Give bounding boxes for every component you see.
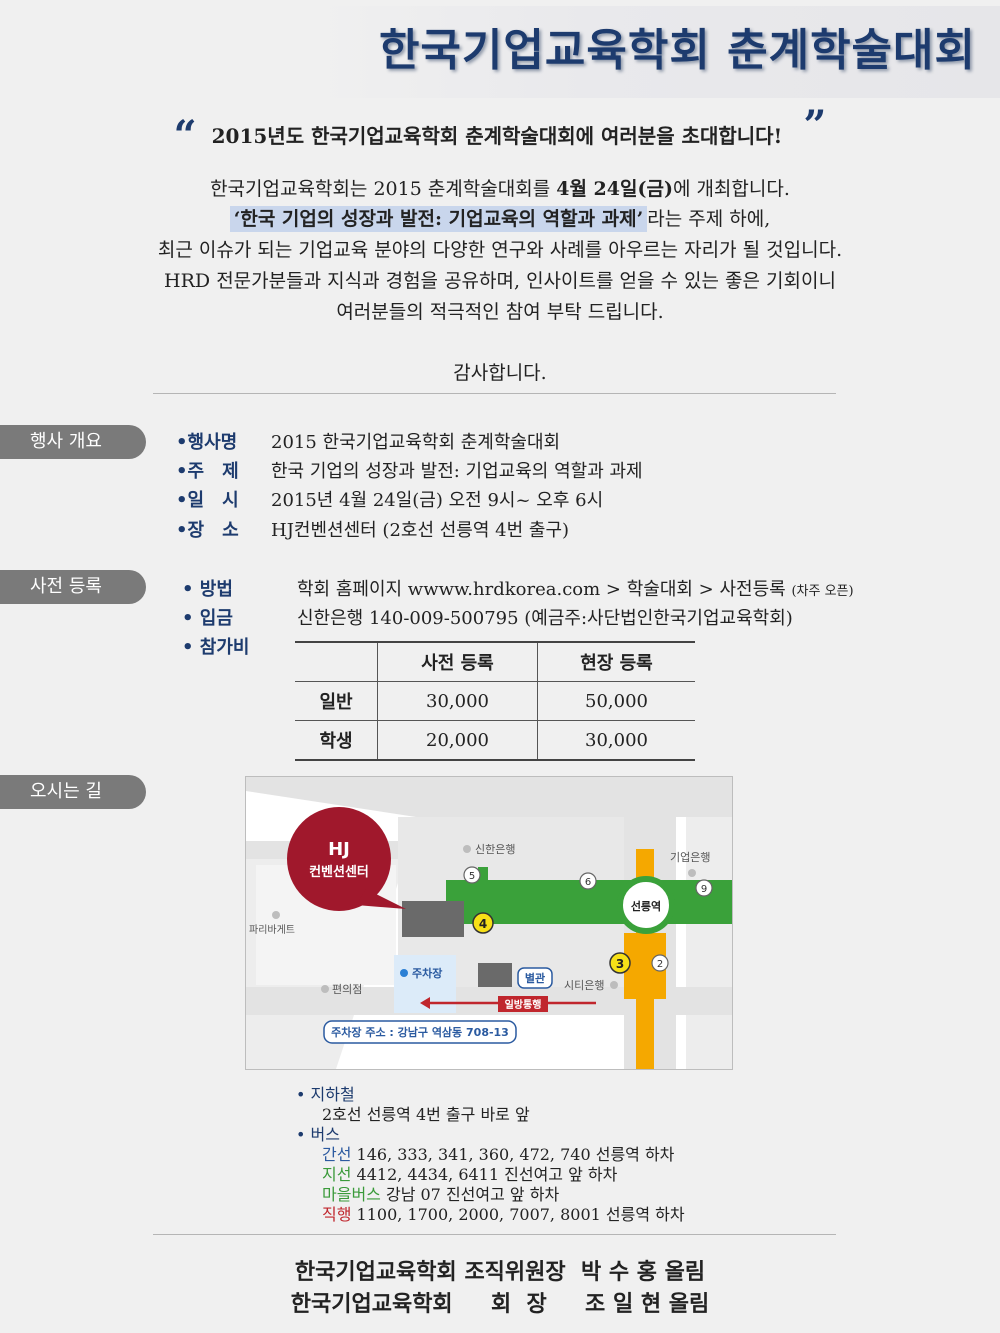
bus-trunk: 간선 146, 333, 341, 360, 472, 740 선릉역 하차 [322, 1141, 674, 1165]
item-value: 신한은행 140-009-500795 (예금주:사단법인한국기업교육학회) [297, 608, 793, 629]
map-exit-4: 4 [479, 917, 487, 931]
map-exit-2: 2 [657, 959, 663, 970]
open-quote-icon: “ [173, 112, 197, 159]
table-header [295, 641, 378, 682]
bus-label: • 버스 [296, 1121, 340, 1145]
item-value: HJ컨벤션센터 (2호선 선릉역 4번 출구) [271, 520, 570, 541]
table-row: 학생 20,000 30,000 [295, 720, 695, 761]
bus-type-express: 직행 [322, 1205, 352, 1224]
item-value: 한국 기업의 성장과 발전: 기업교육의 역할과 과제 [271, 461, 643, 482]
signature-1: 한국기업교육학회 조직위원장 박 수 홍 올림 [294, 1259, 706, 1285]
map-exit-9: 9 [701, 884, 707, 895]
table-header: 현장 등록 [537, 641, 695, 682]
map-exit-6: 6 [585, 877, 591, 888]
intro-line-1: 한국기업교육학회는 2015 춘계학술대회를 4월 24일(금)에 개최합니다. [0, 174, 1000, 201]
theme-highlight: ‘한국 기업의 성장과 발전: 기업교육의 역할과 과제’ [229, 206, 648, 232]
table-cell: 30,000 [377, 681, 538, 721]
intro-line-4: HRD 전문가분들과 지식과 경험을 공유하며, 인사이트를 얻을 수 있는 좋… [164, 270, 836, 292]
close-quote-icon: ” [803, 102, 827, 149]
map-label-shinhan: 신한은행 [475, 843, 515, 856]
bus-village: 마을버스 강남 07 진선여고 앞 하차 [322, 1181, 559, 1205]
overview-item-datetime: •일 시 2015년 4월 24일(금) 오전 9시~ 오후 6시 [176, 486, 603, 512]
table-header: 사전 등록 [377, 641, 538, 682]
invitation-text: 2015년도 한국기업교육학회 춘계학술대회에 여러분을 초대합니다! [211, 124, 783, 148]
page-title: 한국기업교육학회 춘계학술대회 [378, 25, 976, 76]
subway-heading: • 지하철 [296, 1085, 355, 1104]
overview-item-venue: •장 소 HJ컨벤션센터 (2호선 선릉역 4번 출구) [176, 516, 569, 542]
item-label: • 참가비 [182, 637, 250, 658]
bus-routes: 1100, 1700, 2000, 7007, 8001 선릉역 하차 [351, 1205, 685, 1224]
table-cell: 30,000 [537, 720, 695, 761]
item-value: 2015 한국기업교육학회 춘계학술대회 [271, 432, 561, 453]
map-label-annex: 별관 [525, 971, 545, 985]
method-note: (차주 오픈) [791, 584, 854, 599]
bus-heading: • 버스 [296, 1125, 340, 1144]
overview-item-name: •행사명 2015 한국기업교육학회 춘계학술대회 [176, 428, 560, 454]
table-cell: 일반 [295, 681, 378, 721]
item-value: 2015년 4월 24일(금) 오전 9시~ 오후 6시 [271, 490, 604, 511]
bus-routes: 4412, 4434, 6411 진선여고 앞 하차 [351, 1165, 618, 1184]
bus-routes: 강남 07 진선여고 앞 하차 [380, 1185, 560, 1204]
invitation-line: “ 2015년도 한국기업교육학회 춘계학술대회에 여러분을 초대합니다! ” [0, 106, 1000, 156]
title-band [310, 6, 1000, 98]
table-row: 일반 30,000 50,000 [295, 681, 695, 721]
table-cell: 20,000 [377, 720, 538, 761]
map-label-oneway: 일방통행 [505, 998, 542, 1011]
item-label: •주 제 [176, 461, 239, 482]
bus-type-branch: 지선 [322, 1165, 352, 1184]
item-label: •장 소 [176, 520, 239, 541]
intro-line-5: 여러분들의 적극적인 참여 부탁 드립니다. [336, 301, 664, 323]
tab-overview: 행사 개요 [0, 425, 146, 459]
map-label-parking: 주차장 [412, 966, 442, 980]
divider [153, 1234, 836, 1235]
table-row: 사전 등록 현장 등록 [295, 641, 695, 682]
fee-table: 사전 등록 현장 등록 일반 30,000 50,000 학생 20,000 3… [295, 641, 695, 761]
map-label-store: 편의점 [332, 983, 362, 996]
registration-fee-label: • 참가비 [182, 633, 249, 659]
intro-text: 에 개최합니다. [672, 178, 790, 200]
bus-branch: 지선 4412, 4434, 6411 진선여고 앞 하차 [322, 1161, 617, 1185]
location-map: 선릉역 HJ 컨벤션센터 신한은행 기업은행 파리바게트 편의점 주차장 별관 … [245, 776, 733, 1070]
bus-express: 직행 1100, 1700, 2000, 7007, 8001 선릉역 하차 [322, 1201, 685, 1225]
map-parking-address: 주차장 주소 : 강남구 역삼동 708-13 [331, 1025, 509, 1039]
item-label: •일 시 [176, 490, 239, 511]
overview-item-theme: •주 제 한국 기업의 성장과 발전: 기업교육의 역할과 과제 [176, 457, 643, 483]
tab-registration: 사전 등록 [0, 570, 146, 604]
intro-line-2: ‘한국 기업의 성장과 발전: 기업교육의 역할과 과제’라는 주제 하에, [0, 204, 1000, 232]
divider [153, 393, 836, 394]
table-cell: 학생 [295, 720, 378, 761]
bus-type-village: 마을버스 [322, 1185, 381, 1204]
intro-line-3: 최근 이슈가 되는 기업교육 분야의 다양한 연구와 사례를 아우르는 자리가 … [157, 239, 843, 261]
registration-deposit: • 입금 신한은행 140-009-500795 (예금주:사단법인한국기업교육학… [182, 604, 793, 630]
map-graphic: 선릉역 HJ 컨벤션센터 신한은행 기업은행 파리바게트 편의점 주차장 별관 … [246, 777, 732, 1069]
thanks-text: 감사합니다. [453, 362, 547, 384]
item-label: • 입금 [182, 608, 233, 629]
registration-link[interactable]: 학회 홈페이지 wwww.hrdkorea.com > 학술대회 > 사전등록 [297, 579, 786, 600]
bus-type-trunk: 간선 [322, 1145, 352, 1164]
bus-routes: 146, 333, 341, 360, 472, 740 선릉역 하차 [351, 1145, 675, 1164]
map-label-paris: 파리바게트 [249, 924, 295, 936]
intro-text: 라는 주제 하에, [647, 208, 771, 230]
signature-2: 한국기업교육학회 회 장 조 일 현 올림 [290, 1291, 710, 1317]
map-station-label: 선릉역 [631, 899, 661, 913]
registration-method: • 방법 학회 홈페이지 wwww.hrdkorea.com > 학술대회 > 사… [182, 575, 854, 601]
map-venue-label-2: 컨벤션센터 [309, 864, 369, 880]
item-label: • 방법 [182, 579, 233, 600]
map-exit-5: 5 [469, 871, 475, 882]
table-cell: 50,000 [537, 681, 695, 721]
tab-directions: 오시는 길 [0, 775, 146, 809]
subway-value: 2호선 선릉역 4번 출구 바로 앞 [322, 1105, 530, 1124]
event-date-highlight: 4월 24일(금) [556, 178, 673, 200]
subway-label: • 지하철 [296, 1081, 355, 1105]
map-label-citi: 시티은행 [564, 979, 604, 992]
intro-text: 한국기업교육학회는 2015 춘계학술대회를 [210, 178, 557, 200]
map-venue-label-1: HJ [328, 839, 350, 860]
item-label: •행사명 [176, 432, 238, 453]
map-label-ibk: 기업은행 [670, 851, 710, 864]
map-exit-3: 3 [616, 957, 624, 971]
